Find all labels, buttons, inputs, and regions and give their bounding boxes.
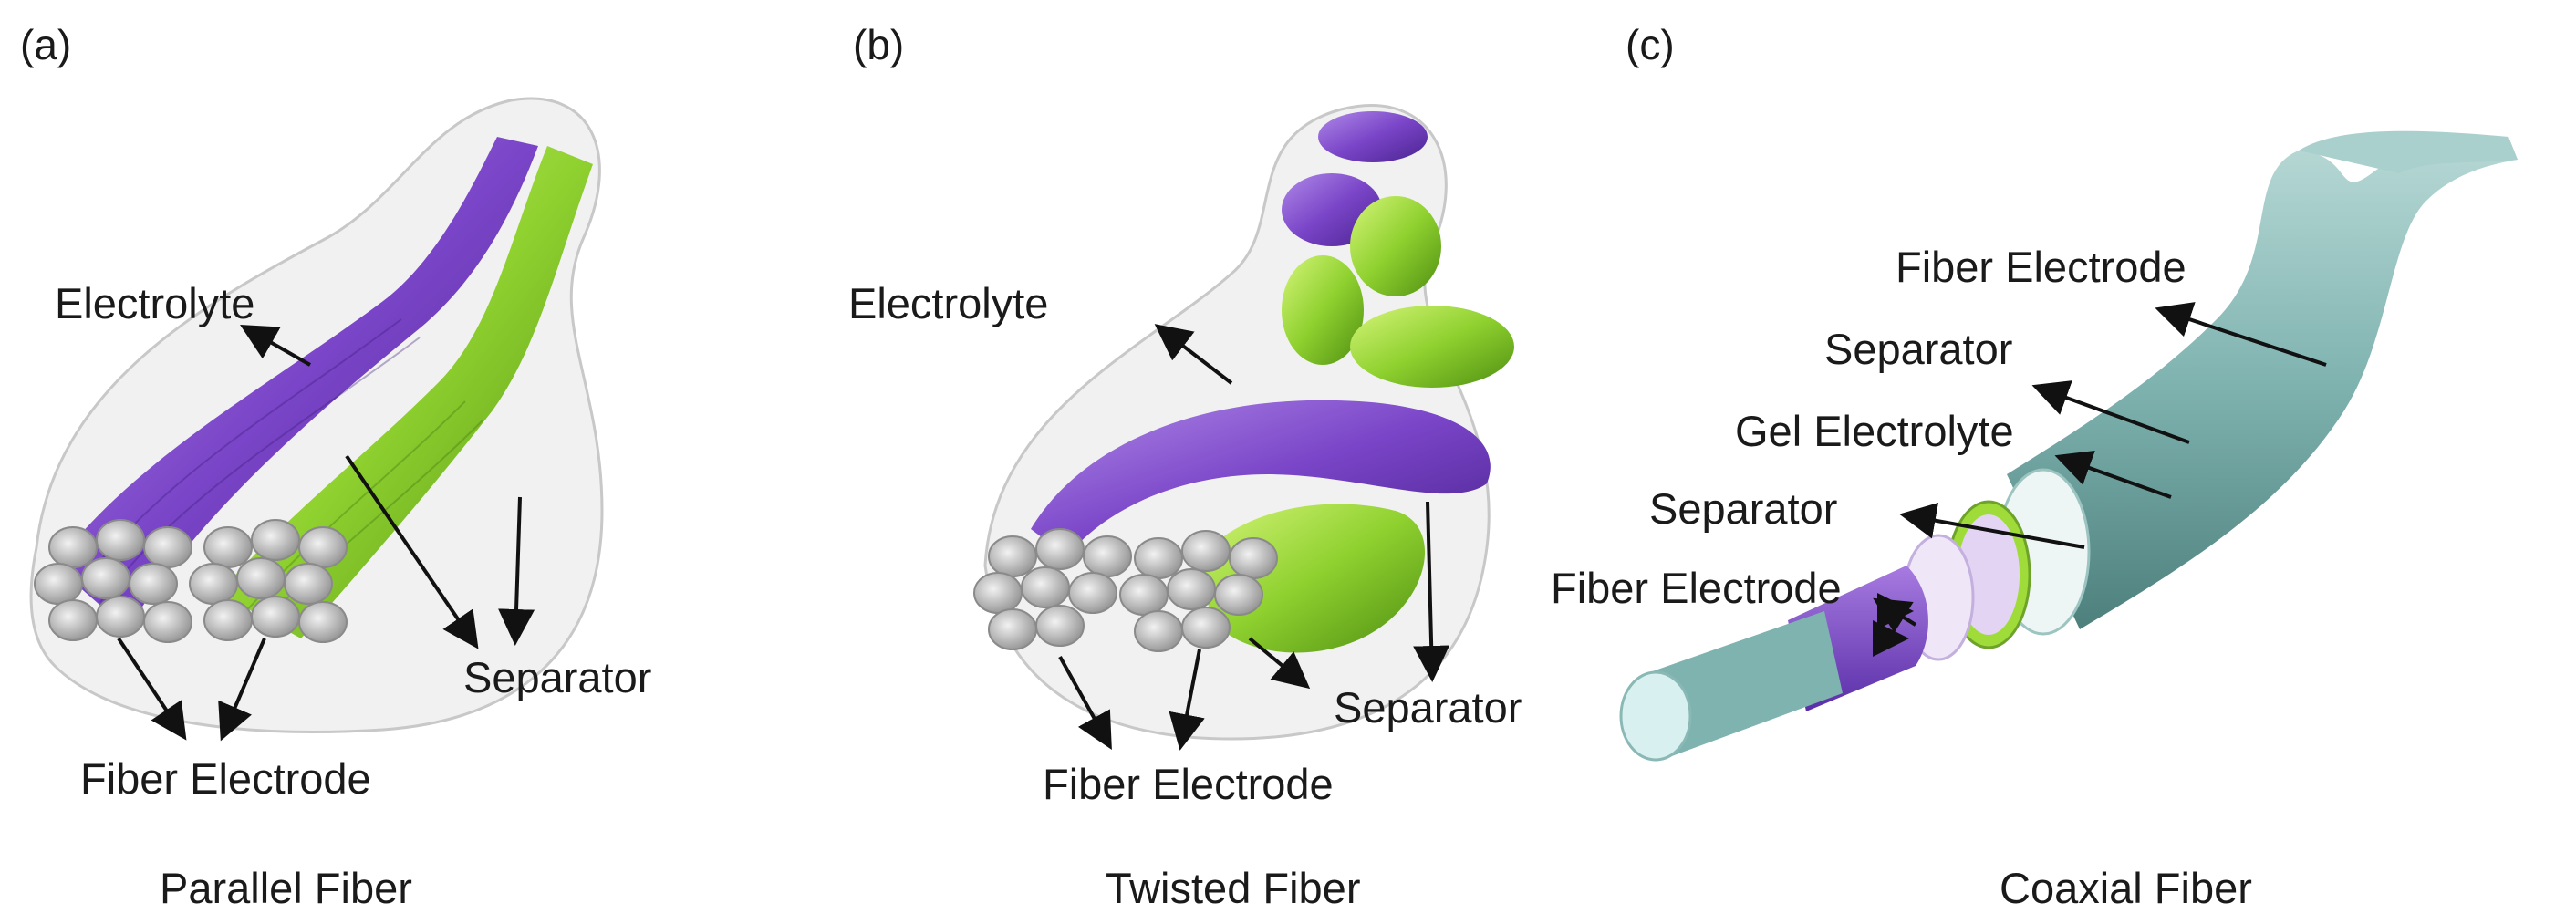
twist-segment xyxy=(1350,196,1441,296)
inner-fiber-electrode-label: Fiber Electrode xyxy=(1551,564,1842,612)
coaxial-fiber-illustration xyxy=(1619,130,2518,762)
annotation-arrows xyxy=(1058,324,1450,751)
outer-fiber-electrode xyxy=(2007,137,2518,629)
electrode-tips-left xyxy=(34,519,192,643)
electrolyte-label: Electrolyte xyxy=(848,279,1049,327)
separator-label: Separator xyxy=(463,653,652,701)
twist-segment xyxy=(1318,111,1428,162)
outer-fiber-electrode-label: Fiber Electrode xyxy=(1896,243,2186,291)
electrode-tips-left xyxy=(973,528,1132,650)
purple-fiber-bundle xyxy=(55,137,538,629)
inner-fiber-end xyxy=(1619,670,1692,762)
fiber-electrode-label: Fiber Electrode xyxy=(1043,760,1334,808)
inner-fiber-core xyxy=(1642,611,1843,757)
twisted-fiber-illustration xyxy=(973,104,1514,751)
fiber-electrode-label: Fiber Electrode xyxy=(80,754,371,803)
annotation-arrows xyxy=(1873,302,2327,633)
twist-segment xyxy=(1282,255,1364,365)
annotation-arrows xyxy=(117,325,535,742)
inner-separator-label: Separator xyxy=(1649,484,1838,533)
parallel-fiber-illustration xyxy=(29,97,604,742)
panel-caption: Parallel Fiber xyxy=(160,864,412,912)
gel-electrolyte-label: Gel Electrolyte xyxy=(1735,407,2014,455)
outer-separator-label: Separator xyxy=(1824,325,2013,373)
panel-parallel-fiber: (a) Electrolyte Separator Fiber Electrod… xyxy=(0,0,857,924)
panel-tag: (c) xyxy=(1626,21,1675,68)
electrode-tips-right xyxy=(189,519,348,643)
panel-twisted-fiber: (b) Electrolyte Separator Fiber Electrod… xyxy=(848,0,1651,924)
electrode-tips-right xyxy=(1119,530,1278,652)
purple-twist xyxy=(1031,400,1491,556)
separator-label: Separator xyxy=(1334,683,1522,732)
panel-tag: (b) xyxy=(853,21,905,68)
panel-caption: Twisted Fiber xyxy=(1106,864,1361,912)
twist-segment xyxy=(1350,306,1514,388)
electrolyte-label: Electrolyte xyxy=(55,279,255,327)
green-fiber-bundle xyxy=(219,146,593,638)
panel-coaxial-fiber: (c) Fiber Electrode Separator Gel Electr… xyxy=(1551,0,2576,924)
panel-tag: (a) xyxy=(20,21,72,68)
panel-caption: Coaxial Fiber xyxy=(2000,864,2252,912)
